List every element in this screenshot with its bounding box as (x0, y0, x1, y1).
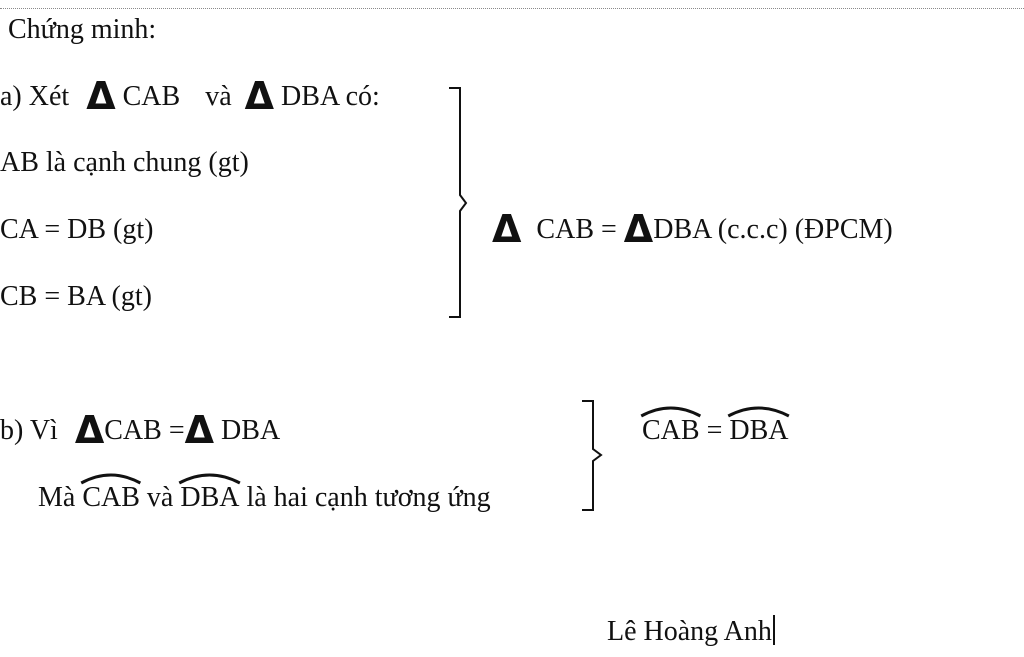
conclusion-triangle-cab: CAB (536, 214, 594, 245)
angle-dba: DBA (180, 481, 239, 515)
angle-dba-label: DBA (180, 482, 240, 513)
triangle-icon: Δ (184, 408, 215, 452)
part-b-right-brace (582, 400, 603, 511)
proof-heading-text: Chứng minh: (8, 14, 157, 45)
ma-word: Mà (38, 482, 76, 513)
angle-arc-icon (640, 403, 702, 417)
cb-ba-text: CB = BA (gt) (0, 281, 152, 312)
conclusion-angle-cab: CAB (642, 415, 700, 446)
angle-arc-icon (727, 403, 790, 417)
triangle-icon: Δ (244, 74, 275, 118)
part-a-conclusion: Δ CAB = ΔDBA (c.c.c) (ĐPCM) (492, 207, 893, 251)
triangle-dba-name: DBA (281, 81, 339, 112)
part-b-conclusion: CAB = DBA (642, 414, 789, 448)
angle-arc-icon (178, 470, 241, 484)
part-a-line-1: a) Xét Δ CAB và Δ DBA có: (0, 74, 380, 118)
angle-cab: CAB (642, 414, 700, 448)
angle-dba: DBA (729, 414, 788, 448)
part-b-triangle-dba: DBA (221, 415, 281, 446)
angle-cab: CAB (82, 481, 140, 515)
and-word: và (146, 482, 174, 513)
co-word: có: (345, 81, 380, 112)
part-b-line-1: b) Vì ΔCAB =Δ DBA (0, 408, 281, 452)
equals-sign: = (706, 415, 723, 446)
and-word: và (205, 81, 232, 112)
signature-line[interactable]: Lê Hoàng Anh (607, 615, 775, 649)
conclusion-triangle-dba: DBA (653, 214, 711, 245)
angle-cab-label: CAB (82, 482, 140, 513)
part-a-line-3: CA = DB (gt) (0, 213, 153, 247)
ca-db-text: CA = DB (gt) (0, 214, 154, 245)
conclusion-suffix: (c.c.c) (ĐPCM) (717, 214, 893, 245)
angle-arc-icon (80, 470, 142, 484)
part-a-line-4: CB = BA (gt) (0, 280, 152, 314)
part-b-line-2: Mà CAB và DBA là hai cạnh tương ứng (38, 481, 491, 515)
triangle-icon: Δ (492, 207, 522, 251)
common-side-text: AB là cạnh chung (gt) (0, 147, 249, 178)
triangle-cab-name: CAB (122, 81, 181, 112)
triangle-icon: Δ (74, 408, 105, 452)
part-b-triangle-cab: CAB (104, 415, 162, 446)
text-cursor (772, 615, 775, 645)
signature-name: Lê Hoàng Anh (607, 616, 772, 647)
top-dotted-rule (0, 8, 1024, 9)
proof-heading: Chứng minh: (8, 13, 156, 47)
part-b-label: b) Vì (0, 415, 58, 446)
equals-sign: = (601, 214, 617, 245)
triangle-icon: Δ (623, 207, 654, 251)
triangle-icon: Δ (86, 74, 116, 118)
part-a-line-2: AB là cạnh chung (gt) (0, 146, 249, 180)
corresponding-text: là hai cạnh tương ứng (246, 482, 491, 513)
conclusion-angle-dba: DBA (729, 415, 789, 446)
part-a-right-brace (449, 87, 468, 318)
part-a-label: a) Xét (0, 81, 70, 112)
equals-sign: = (168, 415, 185, 446)
